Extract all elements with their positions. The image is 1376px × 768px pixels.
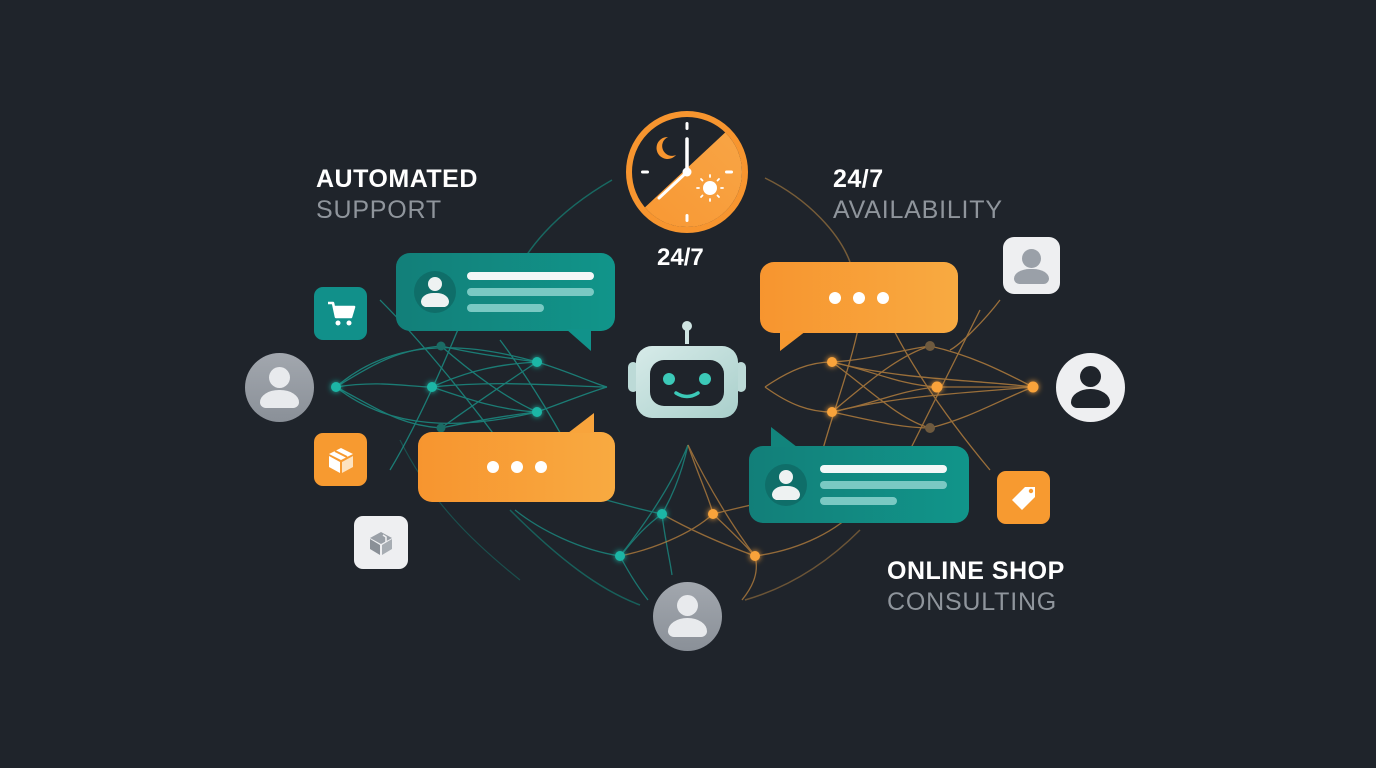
label-title: AUTOMATED	[316, 165, 478, 193]
bubble-tail	[566, 329, 591, 351]
text-line	[467, 288, 594, 296]
label-availability: 24/7 AVAILABILITY	[833, 167, 1003, 223]
user-tile	[1003, 237, 1060, 294]
package-tile	[314, 433, 367, 486]
user-icon	[653, 582, 722, 651]
label-automated-support: AUTOMATED SUPPORT	[316, 167, 478, 223]
tag-icon	[1011, 486, 1035, 510]
text-line	[820, 481, 947, 489]
text-line	[820, 465, 947, 473]
typing-indicator	[418, 461, 615, 473]
text-line	[467, 272, 594, 280]
label-online-shop: ONLINE SHOP CONSULTING	[887, 559, 1065, 615]
cart-icon	[327, 301, 355, 325]
package-icon	[328, 447, 353, 473]
chat-bubble-message	[749, 427, 969, 523]
text-line	[820, 497, 897, 505]
user-icon	[765, 464, 807, 506]
label-subtitle: AVAILABILITY	[833, 196, 1003, 224]
clock-caption: 24/7	[657, 244, 704, 271]
label-title: 24/7	[833, 165, 884, 193]
label-subtitle: CONSULTING	[887, 588, 1058, 616]
chat-bubble-typing	[418, 413, 615, 502]
sun-icon	[696, 174, 724, 202]
label-title: ONLINE SHOP	[887, 557, 1065, 585]
robot-icon	[628, 318, 748, 428]
typing-indicator	[760, 291, 958, 304]
bubble-tail	[771, 427, 797, 447]
text-line	[467, 304, 544, 312]
chat-bubble-message	[396, 253, 615, 351]
bubble-tail	[568, 413, 594, 433]
box-icon	[370, 531, 392, 555]
bubble-tail	[780, 331, 806, 351]
label-subtitle: SUPPORT	[316, 196, 442, 224]
user-icon	[1003, 237, 1060, 294]
tag-tile	[997, 471, 1050, 524]
cart-tile	[314, 287, 367, 340]
box-tile	[354, 516, 408, 569]
clock-icon	[626, 111, 748, 233]
chat-bubble-typing	[760, 262, 958, 351]
user-icon	[245, 353, 314, 422]
moon-icon	[656, 136, 676, 159]
user-icon	[1056, 353, 1125, 422]
user-icon	[414, 271, 456, 313]
